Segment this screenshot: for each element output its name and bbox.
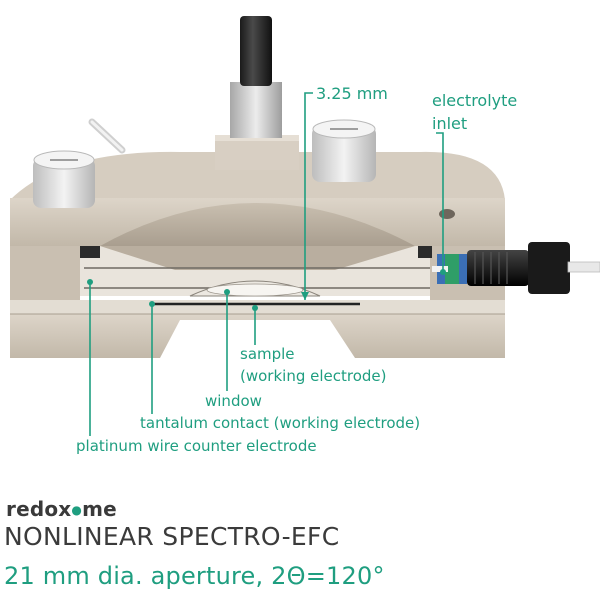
center-clamp	[215, 16, 299, 170]
product-subtitle: 21 mm dia. aperture, 2Θ=120°	[4, 562, 385, 590]
brand-dot: ●	[71, 503, 83, 517]
base-block	[10, 314, 505, 358]
label-platinum: platinum wire counter electrode	[76, 437, 317, 455]
brand-logo: redox●me	[6, 497, 117, 521]
body-side-left	[10, 246, 80, 302]
brand-name-b: me	[82, 497, 117, 521]
inlet-fitting	[432, 242, 600, 294]
chamber-cone-lower	[100, 246, 415, 270]
lever-pin	[88, 118, 126, 154]
bolt-hole	[439, 209, 455, 219]
brand-name-a: redox	[6, 497, 72, 521]
gasket-left	[80, 246, 100, 258]
label-dimension: 3.25 mm	[316, 84, 388, 103]
product-title: NONLINEAR SPECTRO-EFC	[4, 522, 340, 551]
label-sample: sample	[240, 345, 295, 363]
label-tantalum: tantalum contact (working electrode)	[140, 414, 421, 432]
conical-recess	[100, 203, 415, 246]
label-sample-working: (working electrode)	[240, 367, 387, 385]
label-electrolyte: electrolyte	[432, 91, 518, 110]
label-window: window	[205, 392, 262, 410]
gasket-right	[418, 246, 432, 258]
lid-dome	[10, 151, 505, 200]
window-glass	[206, 283, 304, 297]
thumb-screw-left	[33, 150, 95, 208]
label-inlet: inlet	[432, 114, 468, 133]
leader-dots	[87, 269, 446, 311]
leader-lines	[89, 132, 444, 436]
thumb-screw-right	[312, 119, 376, 182]
dimension-marker	[301, 92, 313, 300]
